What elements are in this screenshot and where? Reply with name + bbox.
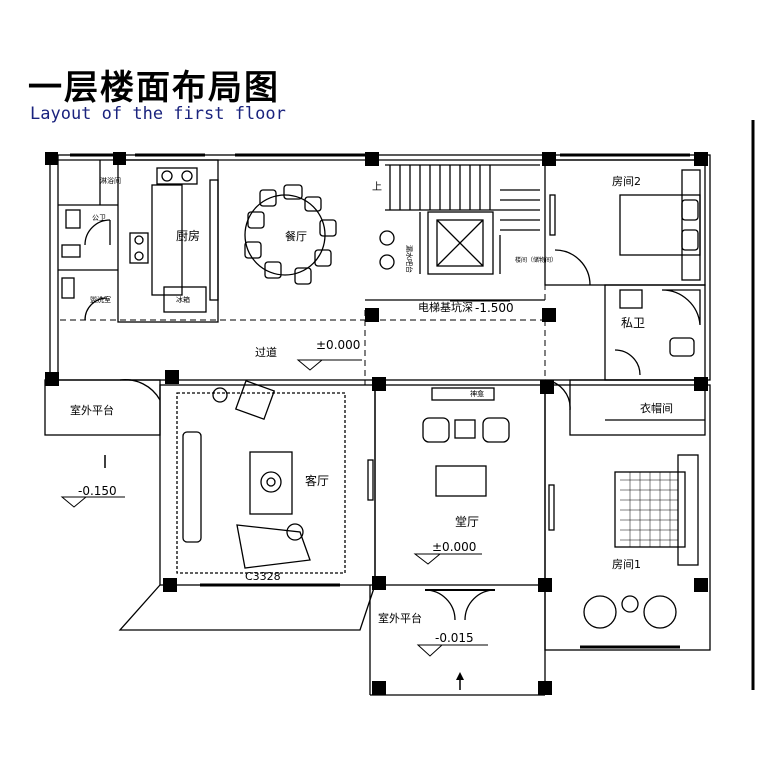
stair-storage-note: 楼间（储物间） bbox=[515, 256, 557, 264]
page-subtitle: Layout of the first floor bbox=[30, 104, 286, 124]
front-platform-level: -0.015 bbox=[435, 631, 474, 645]
page-title: 一层楼面布局图 bbox=[28, 68, 280, 108]
elevator-pit-label: 电梯基坑深 bbox=[418, 300, 473, 314]
stair-up-label: 上 bbox=[372, 181, 382, 193]
outdoor-front-label: 室外平台 bbox=[378, 611, 422, 625]
water-table-label: 漏水吧台 bbox=[405, 245, 414, 273]
corridor-level: ±0.000 bbox=[316, 338, 360, 352]
private-bath-label: 私卫 bbox=[621, 316, 645, 330]
dining-chairs bbox=[244, 184, 337, 285]
kitchen-label: 厨房 bbox=[176, 228, 200, 243]
window-tag: C3328 bbox=[245, 570, 281, 583]
closet-label: 衣帽间 bbox=[640, 401, 673, 415]
bedroom1-label: 房间1 bbox=[612, 558, 641, 571]
hall-level: ±0.000 bbox=[432, 540, 476, 554]
public-wc-label: 公卫 bbox=[92, 214, 106, 222]
left-platform-level: -0.150 bbox=[78, 484, 117, 498]
corridor-label: 过道 bbox=[255, 345, 277, 359]
stair-treads bbox=[389, 165, 540, 231]
shrine-label: 神龛 bbox=[470, 389, 484, 398]
shower-label: 淋浴间 bbox=[100, 176, 121, 185]
outdoor-left-label: 室外平台 bbox=[70, 403, 114, 417]
living-label: 客厅 bbox=[305, 473, 329, 488]
elevator-shaft bbox=[427, 211, 494, 275]
elevator-pit-level: -1.500 bbox=[475, 301, 514, 315]
hall-label: 堂厅 bbox=[455, 515, 479, 529]
laundry-label: 盥洗室 bbox=[90, 295, 111, 304]
fridge-label: 冰箱 bbox=[176, 295, 190, 304]
bedroom2-label: 房间2 bbox=[612, 175, 641, 188]
dining-label: 餐厅 bbox=[285, 229, 307, 243]
